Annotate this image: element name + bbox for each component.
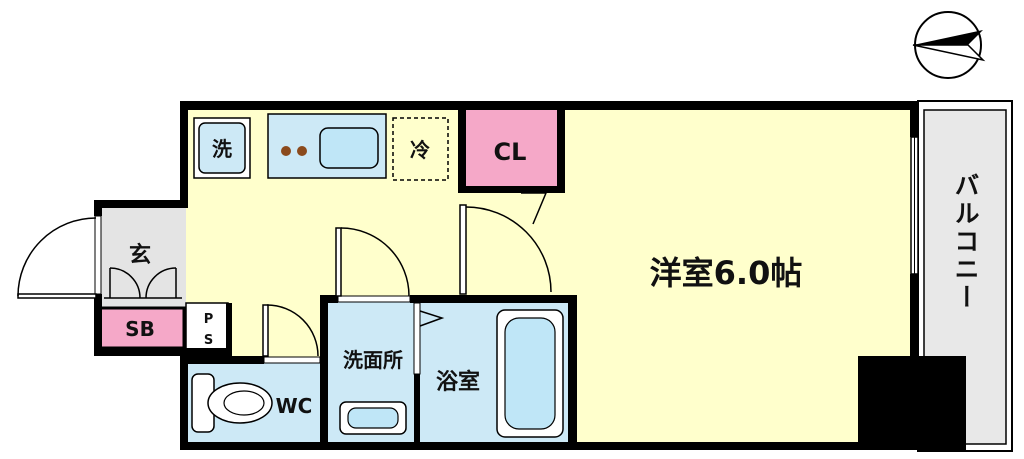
wall-right-lower [910, 274, 919, 358]
room-door-leaf [459, 204, 467, 295]
wall-left-upper [180, 101, 188, 208]
wall-pipe-space [226, 303, 232, 356]
wall-closet-bottom [458, 186, 565, 193]
wall-washroom-bathroom [414, 374, 420, 444]
closet-label: CL [494, 138, 527, 166]
shoe-cabinet-swing-right [145, 267, 177, 299]
stove-burner-icon [297, 146, 307, 156]
wall-toilet-washroom [320, 295, 328, 450]
shoe-box [98, 306, 186, 350]
walls [94, 101, 919, 450]
fridge-space [392, 117, 449, 181]
washbasin-bowl [347, 407, 399, 429]
washroom-door-swing [340, 227, 410, 297]
wall-wet-top-left [320, 295, 338, 303]
sink-icon [319, 127, 379, 169]
room-door-swing [465, 206, 552, 293]
toilet-door-leaf [262, 304, 269, 357]
washer-pan [198, 122, 246, 174]
storage-block [858, 356, 966, 450]
washroom-door-opening [337, 295, 411, 303]
wall-entrance-left-top [94, 200, 102, 216]
wall-closet-right [557, 108, 565, 193]
north-arrow-lower [912, 44, 986, 62]
toilet-bowl-inner [223, 390, 265, 416]
bathroom-label: 浴室 [436, 369, 480, 395]
north-arrow-icon [913, 30, 983, 45]
wall-bathroom-right [568, 295, 577, 450]
wall-closet-left [458, 108, 466, 193]
stove-burner-icon [281, 146, 291, 156]
fridge-label: 冷 [410, 138, 430, 162]
washroom-door-leaf [335, 227, 342, 297]
toilet-icon [207, 382, 273, 424]
washroom-label: 洗面所 [343, 348, 403, 372]
shoe-cabinet-swing-left [109, 267, 141, 299]
entrance-door-leaf [17, 293, 97, 299]
closet-floor [466, 110, 558, 188]
wall-top [180, 101, 919, 110]
toilet-label: WC [276, 394, 313, 418]
compass-icon [912, 11, 986, 79]
wall-toilet-left [180, 348, 188, 450]
pipe-space-label: PS [201, 312, 216, 354]
wall-entrance-left-bottom [94, 294, 102, 356]
toilet-door-opening [263, 356, 321, 364]
western-room-label: 洋室6.0帖 [650, 254, 803, 292]
wall-wet-top-right [410, 295, 577, 303]
wall-entrance-bottom [94, 348, 232, 356]
toilet-door-swing [266, 304, 319, 357]
entrance-door-frame [94, 215, 102, 295]
closet-door-marker [521, 192, 548, 225]
bathtub-inner [504, 317, 556, 430]
bathroom-door [413, 302, 421, 375]
wall-right-top [910, 101, 919, 137]
balcony-label: バルコニー [951, 172, 980, 312]
bathroom-door-marker [419, 310, 445, 327]
washer-label: 洗 [212, 137, 232, 161]
entrance-label: 玄 [129, 242, 151, 268]
wall-entrance-top [94, 200, 188, 208]
wall-toilet-top [180, 356, 264, 364]
shoe-box-label: SB [125, 317, 155, 341]
entrance-door-swing [17, 217, 97, 297]
wall-bottom [180, 442, 860, 450]
